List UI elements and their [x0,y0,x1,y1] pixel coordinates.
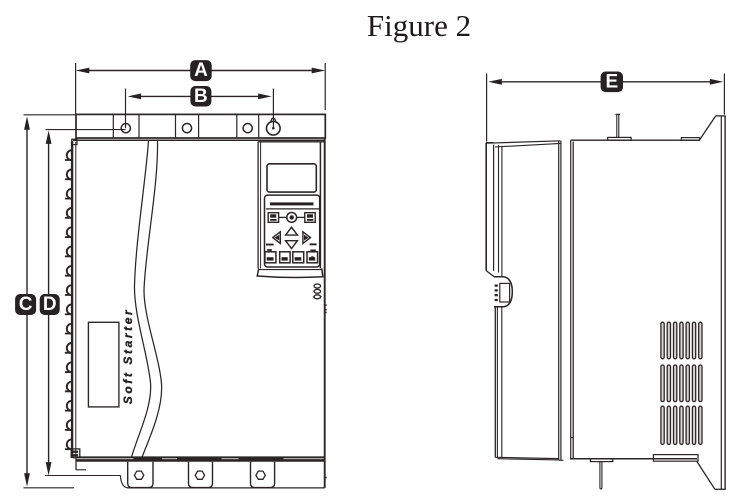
svg-text:Soft Starter: Soft Starter [121,308,135,405]
svg-text:B: B [194,86,208,107]
svg-text:E: E [605,71,618,92]
svg-text:Figure 2: Figure 2 [367,8,471,43]
svg-text:C: C [19,294,33,315]
svg-text:D: D [43,294,57,315]
svg-text:A: A [194,60,208,81]
